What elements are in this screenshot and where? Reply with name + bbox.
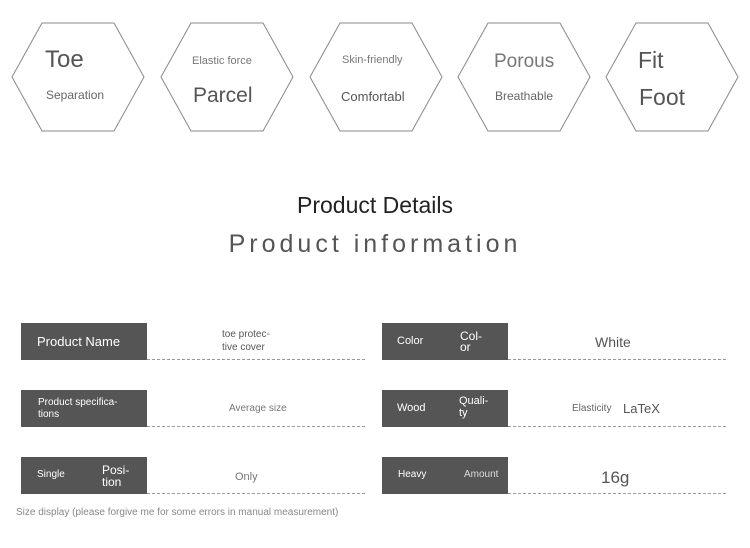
spec-value: Average size xyxy=(229,403,287,414)
spec-underline xyxy=(508,493,726,494)
feature-line1: Fit xyxy=(638,47,664,73)
feature-line2: Parcel xyxy=(193,84,253,107)
feature-fit-foot: Fit Foot xyxy=(605,22,739,132)
spec-label-b-line2: ty xyxy=(459,407,468,419)
feature-line1: Porous xyxy=(494,51,555,72)
spec-underline xyxy=(508,426,726,427)
feature-line1: Skin-friendly xyxy=(342,54,403,66)
spec-label-b-line2: tion xyxy=(102,475,122,489)
spec-underline xyxy=(147,359,365,360)
spec-value: Only xyxy=(235,471,258,483)
hexagon-outline xyxy=(309,22,443,132)
spec-label-b-line2: or xyxy=(460,340,471,354)
spec-value: 16g xyxy=(601,468,630,487)
feature-toe-separation: Toe Separation xyxy=(11,22,145,132)
spec-underline xyxy=(508,359,726,360)
spec-value-b: LaTeX xyxy=(623,401,660,416)
feature-skin-friendly: Skin-friendly Comfortabl xyxy=(309,22,443,132)
spec-underline xyxy=(147,426,365,427)
spec-label-box: Single Posi- tion xyxy=(21,457,147,494)
hexagon-outline xyxy=(11,22,145,132)
spec-label-a: Heavy xyxy=(398,469,427,480)
spec-value-line1: toe protec- xyxy=(222,329,270,340)
spec-label-box: Color Col- or xyxy=(382,323,508,360)
feature-line2: Foot xyxy=(639,84,686,110)
spec-label-a: Color xyxy=(397,335,424,347)
spec-label-box: Product specifica- tions xyxy=(21,390,147,427)
spec-label-line2: tions xyxy=(38,409,60,420)
spec-value-a: Elasticity xyxy=(572,403,612,414)
feature-line2: Separation xyxy=(46,88,105,102)
hexagon-outline xyxy=(457,22,591,132)
hexagon-outline xyxy=(605,22,739,132)
spec-label-box: Product Name xyxy=(21,323,147,360)
spec-label-b-line1: Col- xyxy=(460,329,483,343)
hexagon-outline xyxy=(160,22,294,132)
feature-line1: Elastic force xyxy=(192,55,252,67)
spec-label-a: Single xyxy=(37,469,65,480)
spec-label: Product Name xyxy=(37,334,121,349)
spec-underline xyxy=(147,493,365,494)
spec-value-line2: tive cover xyxy=(222,342,265,353)
spec-label-a: Wood xyxy=(397,402,426,414)
section-title: Product Details xyxy=(297,192,453,218)
feature-line2: Breathable xyxy=(495,89,554,103)
spec-label-box: Heavy Amount xyxy=(382,457,508,494)
spec-value: White xyxy=(595,334,631,350)
feature-line1: Toe xyxy=(45,46,84,73)
spec-label-b-line1: Quali- xyxy=(459,395,489,407)
feature-elastic-parcel: Elastic force Parcel xyxy=(160,22,294,132)
feature-line2: Comfortabl xyxy=(341,89,405,104)
spec-label-line1: Product specifica- xyxy=(38,397,118,408)
spec-label-b-line1: Posi- xyxy=(102,463,130,477)
spec-label-box: Wood Quali- ty xyxy=(382,390,508,427)
size-footnote: Size display (please forgive me for some… xyxy=(16,507,339,518)
feature-porous: Porous Breathable xyxy=(457,22,591,132)
feature-hexagons: Toe Separation Elastic force Parcel Skin… xyxy=(0,0,750,140)
section-subtitle: Product information xyxy=(228,230,522,258)
spec-label-b: Amount xyxy=(464,469,499,480)
